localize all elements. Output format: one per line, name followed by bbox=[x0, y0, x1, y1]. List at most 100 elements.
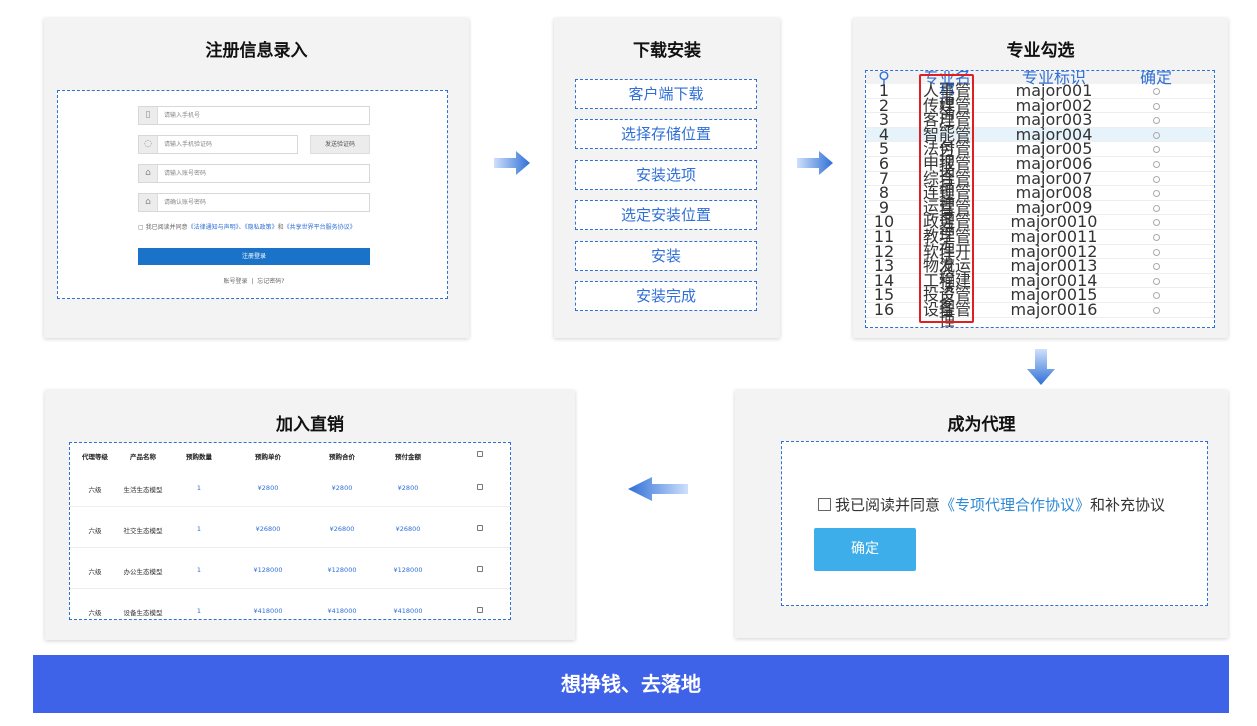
direct-row-checkbox[interactable] bbox=[470, 484, 490, 492]
major-row-number: 10 bbox=[873, 212, 895, 232]
major-row-name: 政务管理 bbox=[922, 212, 971, 246]
direct-row-total: ¥2800 bbox=[331, 484, 353, 492]
row-divider bbox=[70, 506, 510, 507]
major-row-radio[interactable] bbox=[1118, 99, 1194, 113]
major-row-radio[interactable] bbox=[1118, 245, 1194, 259]
major-row-id: major0012 bbox=[1010, 241, 1098, 261]
major-row-radio[interactable] bbox=[1118, 186, 1194, 200]
search-icon[interactable]: ⚲ bbox=[878, 70, 890, 87]
direct-row-prepay: ¥128000 bbox=[393, 566, 423, 574]
step-install: 安装 bbox=[575, 241, 757, 271]
phone-icon: ▯ bbox=[139, 107, 158, 124]
row-divider bbox=[70, 547, 510, 548]
forgot-password-link[interactable]: 忘记密码? bbox=[257, 278, 285, 285]
major-row-radio[interactable] bbox=[1118, 303, 1194, 317]
account-login-link[interactable]: 账号登录 bbox=[223, 278, 248, 285]
agent-agree-checkbox[interactable] bbox=[818, 498, 831, 511]
major-row-id: major003 bbox=[1015, 110, 1093, 130]
major-row-number: 9 bbox=[878, 197, 890, 217]
major-row-radio[interactable] bbox=[1118, 288, 1194, 302]
major-row-radio[interactable] bbox=[1118, 201, 1194, 215]
major-row-radio[interactable] bbox=[1118, 113, 1194, 127]
sms-code-field[interactable]: ◌ 请输入手机验证码 bbox=[138, 135, 298, 154]
major-row-radio[interactable] bbox=[1118, 128, 1194, 142]
major-row-id: major006 bbox=[1015, 154, 1093, 173]
agree-sep: 、 bbox=[238, 224, 245, 231]
header-checkbox[interactable] bbox=[470, 451, 490, 459]
major-row-radio[interactable] bbox=[1118, 259, 1194, 273]
direct-row-checkbox[interactable] bbox=[470, 525, 490, 533]
service-agreement-link[interactable]: 《共享世界平台服务协议》 bbox=[283, 224, 356, 231]
major-row-radio[interactable] bbox=[1118, 215, 1194, 229]
direct-row-unit: ¥418000 bbox=[253, 607, 283, 615]
register-panel: 注册信息录入 ▯ 请输入手机号 ◌ 请输入手机验证码 发送验证码 ⌂ 请输入账号… bbox=[44, 18, 469, 338]
major-row-number: 3 bbox=[878, 110, 890, 130]
direct-row-checkbox[interactable] bbox=[470, 566, 490, 574]
direct-row-checkbox[interactable] bbox=[470, 607, 490, 615]
major-row-radio[interactable] bbox=[1118, 274, 1194, 288]
direct-row-prepay: ¥2800 bbox=[397, 484, 419, 492]
agent-agreement-link[interactable]: 《专项代理合作协议》 bbox=[940, 496, 1091, 514]
major-row-number: 7 bbox=[878, 168, 890, 188]
major-row-radio[interactable] bbox=[1118, 84, 1194, 98]
direct-row-qty: 1 bbox=[196, 566, 202, 574]
legal-notice-link[interactable]: 《法律通知与声明》 bbox=[187, 224, 239, 231]
agent-agree-prefix: 我已阅读并同意 bbox=[835, 496, 941, 514]
major-row-id: major004 bbox=[1015, 124, 1093, 144]
major-row-id: major0011 bbox=[1010, 227, 1098, 246]
major-row-name: 传媒管理 bbox=[922, 95, 971, 129]
arrow-right-icon bbox=[494, 151, 530, 175]
major-row-radio[interactable] bbox=[1118, 172, 1194, 186]
register-title: 注册信息录入 bbox=[205, 41, 308, 61]
direct-row-level: 六级 bbox=[88, 609, 102, 617]
agent-confirm-button[interactable]: 确定 bbox=[814, 528, 916, 571]
header-product: 产品名称 bbox=[130, 453, 156, 461]
major-title: 专业勾选 bbox=[1006, 41, 1075, 61]
direct-row-unit: ¥128000 bbox=[253, 566, 283, 574]
header-confirm: 确定 bbox=[1139, 70, 1172, 87]
major-row-radio[interactable] bbox=[1118, 142, 1194, 156]
direct-row-product: 社交生态模型 bbox=[123, 527, 163, 535]
header-major-id: 专业标识 bbox=[1021, 70, 1086, 87]
major-row-radio[interactable] bbox=[1118, 157, 1194, 171]
direct-row-unit: ¥26800 bbox=[255, 525, 281, 533]
register-login-button[interactable]: 注册登录 bbox=[138, 248, 370, 265]
major-row-radio[interactable] bbox=[1118, 230, 1194, 244]
major-row-id: major009 bbox=[1015, 197, 1093, 217]
confirm-password-field[interactable]: ⌂ 请确认账号密码 bbox=[138, 193, 370, 212]
phone-placeholder: 请输入手机号 bbox=[164, 112, 201, 119]
send-code-button[interactable]: 发送验证码 bbox=[310, 135, 370, 154]
password-field[interactable]: ⌂ 请输入账号密码 bbox=[138, 164, 370, 183]
major-row-number: 13 bbox=[873, 256, 895, 276]
phone-field[interactable]: ▯ 请输入手机号 bbox=[138, 106, 370, 125]
major-row-id: major007 bbox=[1015, 168, 1093, 188]
privacy-link[interactable]: 《隐私政策》 bbox=[244, 224, 278, 231]
install-title: 下载安装 bbox=[633, 41, 701, 61]
agree-checkbox[interactable]: ▢ bbox=[138, 224, 144, 231]
footer-divider: | bbox=[251, 278, 254, 285]
direct-title: 加入直销 bbox=[276, 415, 344, 435]
agent-form: 我已阅读并同意《专项代理合作协议》和补充协议 确定 bbox=[781, 441, 1208, 606]
major-row-name: 连锁管理 bbox=[922, 183, 971, 217]
